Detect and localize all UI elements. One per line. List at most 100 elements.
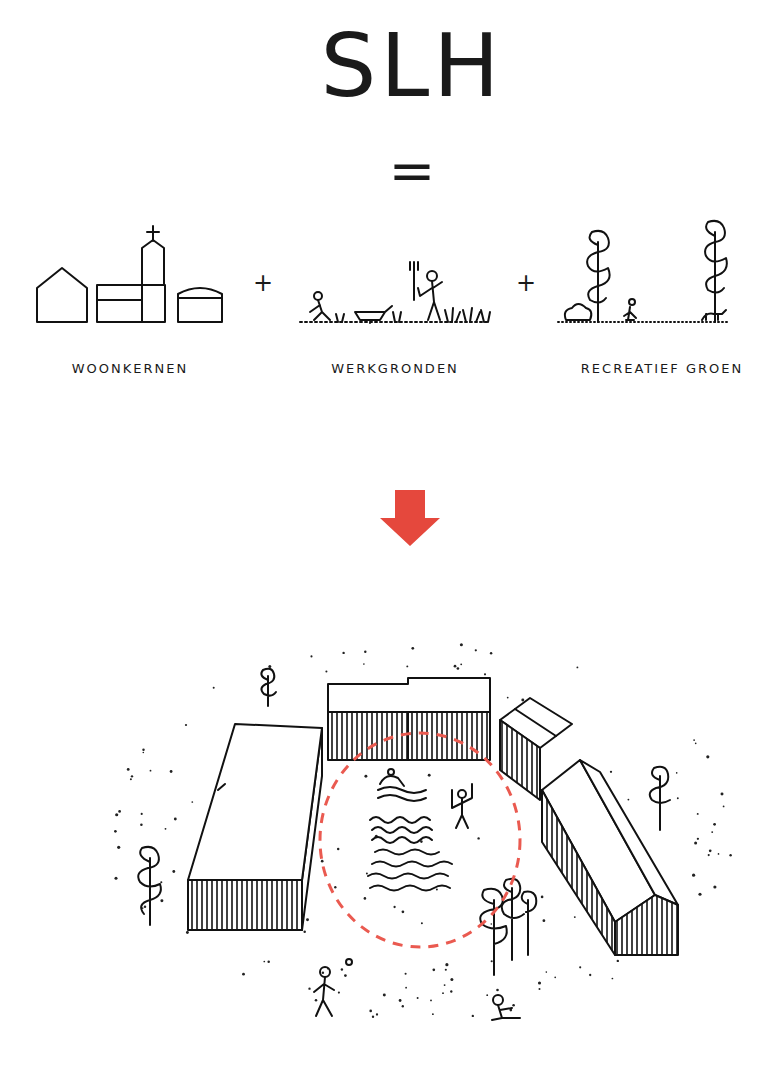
stipple-dot	[538, 988, 540, 990]
trees	[138, 669, 670, 975]
stipple-dot	[117, 846, 120, 849]
stipple-dot	[718, 853, 720, 855]
stipple-dot	[444, 984, 446, 986]
stipple-dot	[460, 643, 463, 646]
stipple-dot	[713, 885, 716, 888]
plus-sign: +	[516, 270, 536, 296]
stipple-dot	[486, 994, 488, 996]
stipple-dot	[709, 849, 712, 852]
stipple-dot	[363, 663, 365, 665]
stipple-dot	[115, 813, 118, 816]
stipple-dot	[366, 872, 368, 874]
category-label: RECREATIEF GROEN	[581, 362, 743, 376]
stipple-dot	[428, 774, 431, 777]
stipple-dot	[402, 1005, 404, 1007]
stipple-dot	[165, 828, 167, 830]
stipple-dot	[490, 652, 492, 654]
stipple-dot	[325, 670, 327, 672]
stipple-dot	[697, 813, 699, 815]
stipple-dot	[322, 971, 324, 973]
stipple-dot	[341, 968, 343, 970]
stipple-dot	[442, 992, 444, 994]
stipple-dot	[131, 775, 133, 777]
stipple-dot	[491, 960, 493, 962]
stipple-dot	[421, 922, 423, 924]
stipple-dot	[477, 837, 479, 839]
stipple-dot	[364, 775, 367, 778]
stipple-dot	[445, 969, 447, 971]
stipple-dot	[576, 666, 578, 668]
stipple-dot	[118, 810, 121, 813]
stipple-dot	[617, 960, 619, 962]
stipple-dot	[472, 1015, 474, 1017]
stipple-dot	[450, 990, 452, 992]
stipple-dot	[445, 963, 448, 966]
stipple-dot	[545, 971, 547, 973]
stipple-dot	[692, 874, 695, 877]
stipple-dot	[432, 968, 435, 971]
stipple-dot	[127, 768, 130, 771]
stipple-dot	[114, 830, 117, 833]
stipple	[114, 643, 732, 1018]
stipple-dot	[399, 999, 402, 1002]
stipple-dot	[338, 992, 340, 994]
stipple-dot	[337, 848, 339, 850]
stipple-dot	[574, 916, 576, 918]
stipple-dot	[160, 899, 163, 902]
stipple-dot	[372, 1016, 374, 1018]
stipple-dot	[383, 994, 386, 997]
stipple-dot	[344, 974, 347, 977]
title: SLH	[320, 18, 503, 115]
stipple-dot	[140, 823, 143, 826]
stipple-dot	[484, 673, 486, 675]
stipple-dot	[172, 870, 175, 873]
stipple-dot	[174, 818, 177, 821]
stipple-dot	[130, 778, 132, 780]
stipple-dot	[676, 772, 678, 774]
stipple-dot	[308, 988, 310, 990]
equals-sign: =	[389, 140, 436, 202]
stipple-dot	[450, 978, 453, 981]
stipple-dot	[141, 813, 143, 815]
stipple-dot	[430, 999, 432, 1001]
stipple-dot	[538, 981, 541, 984]
stipple-dot	[185, 724, 187, 726]
stipple-dot	[543, 919, 546, 922]
stipple-dot	[512, 1004, 515, 1007]
stipple-dot	[612, 978, 614, 980]
stipple-dot	[496, 989, 499, 992]
stipple-dot	[334, 886, 336, 888]
stipple-dot	[729, 854, 731, 856]
stipple-dot	[263, 961, 265, 963]
stipple-dot	[142, 748, 144, 750]
stipple-dot	[213, 687, 215, 689]
courtyard-field	[368, 769, 472, 891]
stipple-dot	[411, 647, 414, 650]
stipple-dot	[393, 906, 395, 908]
stipple-dot	[490, 923, 492, 925]
stipple-dot	[402, 910, 405, 913]
stipple-dot	[454, 665, 457, 668]
plus-sign: +	[253, 270, 273, 296]
stipple-dot	[310, 655, 312, 657]
stipple-dot	[723, 806, 725, 808]
category-label: WERKGRONDEN	[331, 362, 459, 376]
stipple-dot	[405, 973, 407, 975]
stipple-dot	[417, 997, 419, 999]
stipple-dot	[460, 663, 462, 665]
stipple-dot	[695, 743, 697, 745]
stipple-dot	[342, 652, 344, 654]
stipple-dot	[579, 966, 581, 968]
stipple-dot	[376, 1013, 378, 1015]
stipple-dot	[114, 877, 117, 880]
stipple-dot	[369, 1010, 372, 1013]
stipple-dot	[321, 860, 324, 863]
stipple-dot	[432, 1013, 434, 1015]
stipple-dot	[475, 649, 477, 651]
stipple-dot	[610, 771, 612, 773]
people	[314, 959, 520, 1020]
stipple-dot	[693, 739, 695, 741]
workers-icon	[300, 262, 490, 323]
